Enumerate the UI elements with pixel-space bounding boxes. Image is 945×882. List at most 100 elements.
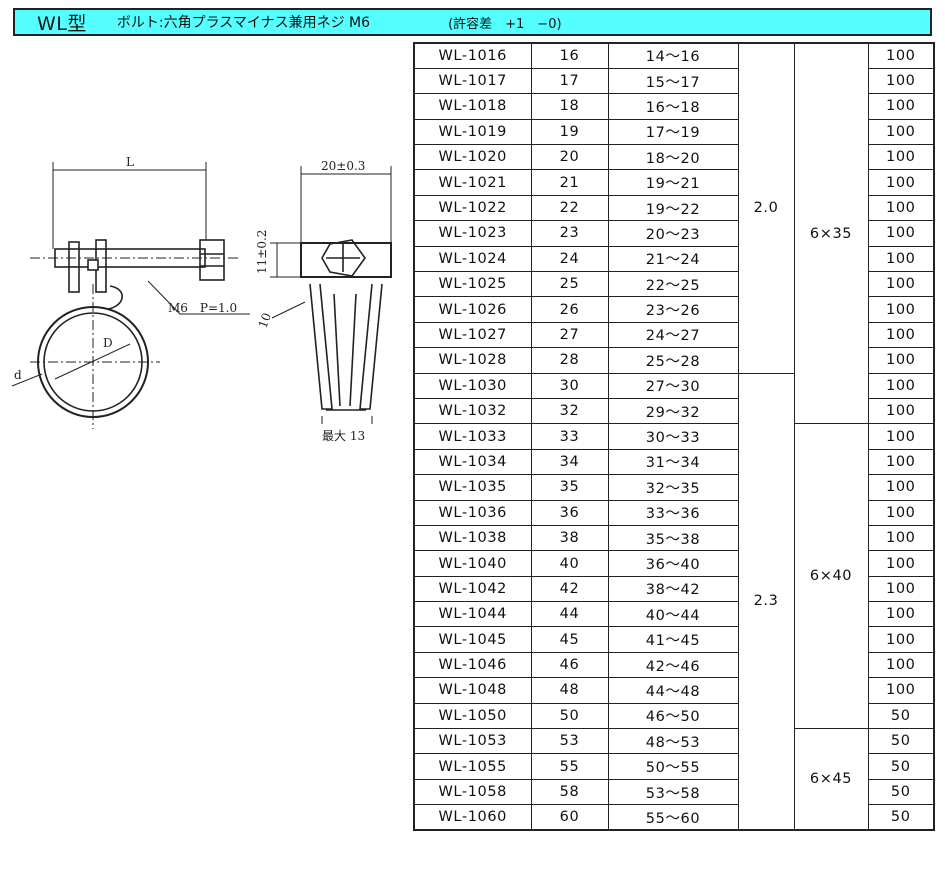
range-cell: 14～16	[607, 42, 739, 69]
model-cell: WL-1035	[413, 474, 532, 501]
size-cell: 50	[530, 702, 609, 730]
range-cell: 48～53	[607, 728, 739, 755]
quantity-cell: 100	[867, 245, 935, 273]
range-cell: 33～36	[607, 499, 739, 526]
size-cell: 33	[530, 423, 609, 450]
quantity-cell: 100	[867, 118, 935, 146]
model-cell: WL-1060	[413, 804, 532, 831]
quantity-cell: 100	[867, 423, 935, 450]
size-cell: 20	[530, 144, 609, 171]
model-cell: WL-1026	[413, 296, 532, 323]
label-width: 20±0.3	[321, 159, 365, 173]
model-cell: WL-1046	[413, 651, 532, 679]
model-cell: WL-1022	[413, 194, 532, 222]
size-cell: 17	[530, 67, 609, 95]
quantity-cell: 100	[867, 550, 935, 577]
quantity-cell: 100	[867, 397, 935, 425]
size-cell: 40	[530, 550, 609, 577]
size-cell: 55	[530, 753, 609, 780]
model-cell: WL-1055	[413, 753, 532, 780]
label-d: d	[14, 368, 22, 382]
size-cell: 28	[530, 347, 609, 374]
quantity-cell: 100	[867, 677, 935, 704]
label-height: 11±0.2	[255, 230, 269, 274]
range-cell: 42～46	[607, 651, 739, 679]
range-cell: 40～44	[607, 601, 739, 628]
model-cell: WL-1048	[413, 677, 532, 704]
range-cell: 15～17	[607, 67, 739, 95]
quantity-cell: 50	[867, 778, 935, 806]
range-cell: 18～20	[607, 144, 739, 171]
range-cell: 25～28	[607, 347, 739, 374]
model-cell: WL-1053	[413, 728, 532, 755]
size-cell: 60	[530, 804, 609, 831]
size-cell: 30	[530, 372, 609, 399]
size-cell: 38	[530, 524, 609, 552]
quantity-cell: 50	[867, 753, 935, 780]
tolerance-note: (許容差 +1 −0)	[448, 16, 562, 32]
size-cell: 58	[530, 778, 609, 806]
quantity-cell: 100	[867, 372, 935, 399]
bolt-size-cell: 6×35	[793, 42, 869, 425]
clamp-drawing: L 20±0.3 11±0.2 10 M6 P=1.0 D d 最大 13	[11, 155, 392, 443]
range-cell: 24～27	[607, 321, 739, 349]
quantity-cell: 100	[867, 626, 935, 653]
bolt-size-cell: 6×40	[793, 423, 869, 730]
quantity-cell: 100	[867, 220, 935, 247]
label-thread: M6 P=1.0	[168, 301, 237, 315]
quantity-cell: 100	[867, 296, 935, 323]
size-cell: 44	[530, 601, 609, 628]
range-cell: 27～30	[607, 372, 739, 399]
clamp-plate-left	[68, 241, 80, 293]
model-cell: WL-1034	[413, 448, 532, 476]
model-cell: WL-1058	[413, 778, 532, 806]
range-cell: 35～38	[607, 524, 739, 552]
size-cell: 53	[530, 728, 609, 755]
range-cell: 31～34	[607, 448, 739, 476]
side-clamp-body	[300, 242, 392, 278]
quantity-cell: 100	[867, 575, 935, 603]
range-cell: 32～35	[607, 474, 739, 501]
range-cell: 41～45	[607, 626, 739, 653]
model-cell: WL-1019	[413, 118, 532, 146]
model-cell: WL-1050	[413, 702, 532, 730]
range-cell: 17～19	[607, 118, 739, 146]
label-max: 最大 13	[322, 429, 365, 443]
size-cell: 27	[530, 321, 609, 349]
size-cell: 22	[530, 194, 609, 222]
size-cell: 18	[530, 93, 609, 120]
quantity-cell: 100	[867, 42, 935, 69]
bolt-size-cell: 6×45	[793, 728, 869, 831]
label-ten: 10	[256, 311, 274, 330]
range-cell: 20～23	[607, 220, 739, 247]
quantity-cell: 100	[867, 67, 935, 95]
thickness-cell: 2.3	[737, 372, 795, 831]
size-cell: 26	[530, 296, 609, 323]
model-cell: WL-1030	[413, 372, 532, 399]
model-cell: WL-1044	[413, 601, 532, 628]
model-cell: WL-1033	[413, 423, 532, 450]
size-cell: 42	[530, 575, 609, 603]
size-cell: 23	[530, 220, 609, 247]
range-cell: 55～60	[607, 804, 739, 831]
size-cell: 45	[530, 626, 609, 653]
size-cell: 46	[530, 651, 609, 679]
model-cell: WL-1023	[413, 220, 532, 247]
